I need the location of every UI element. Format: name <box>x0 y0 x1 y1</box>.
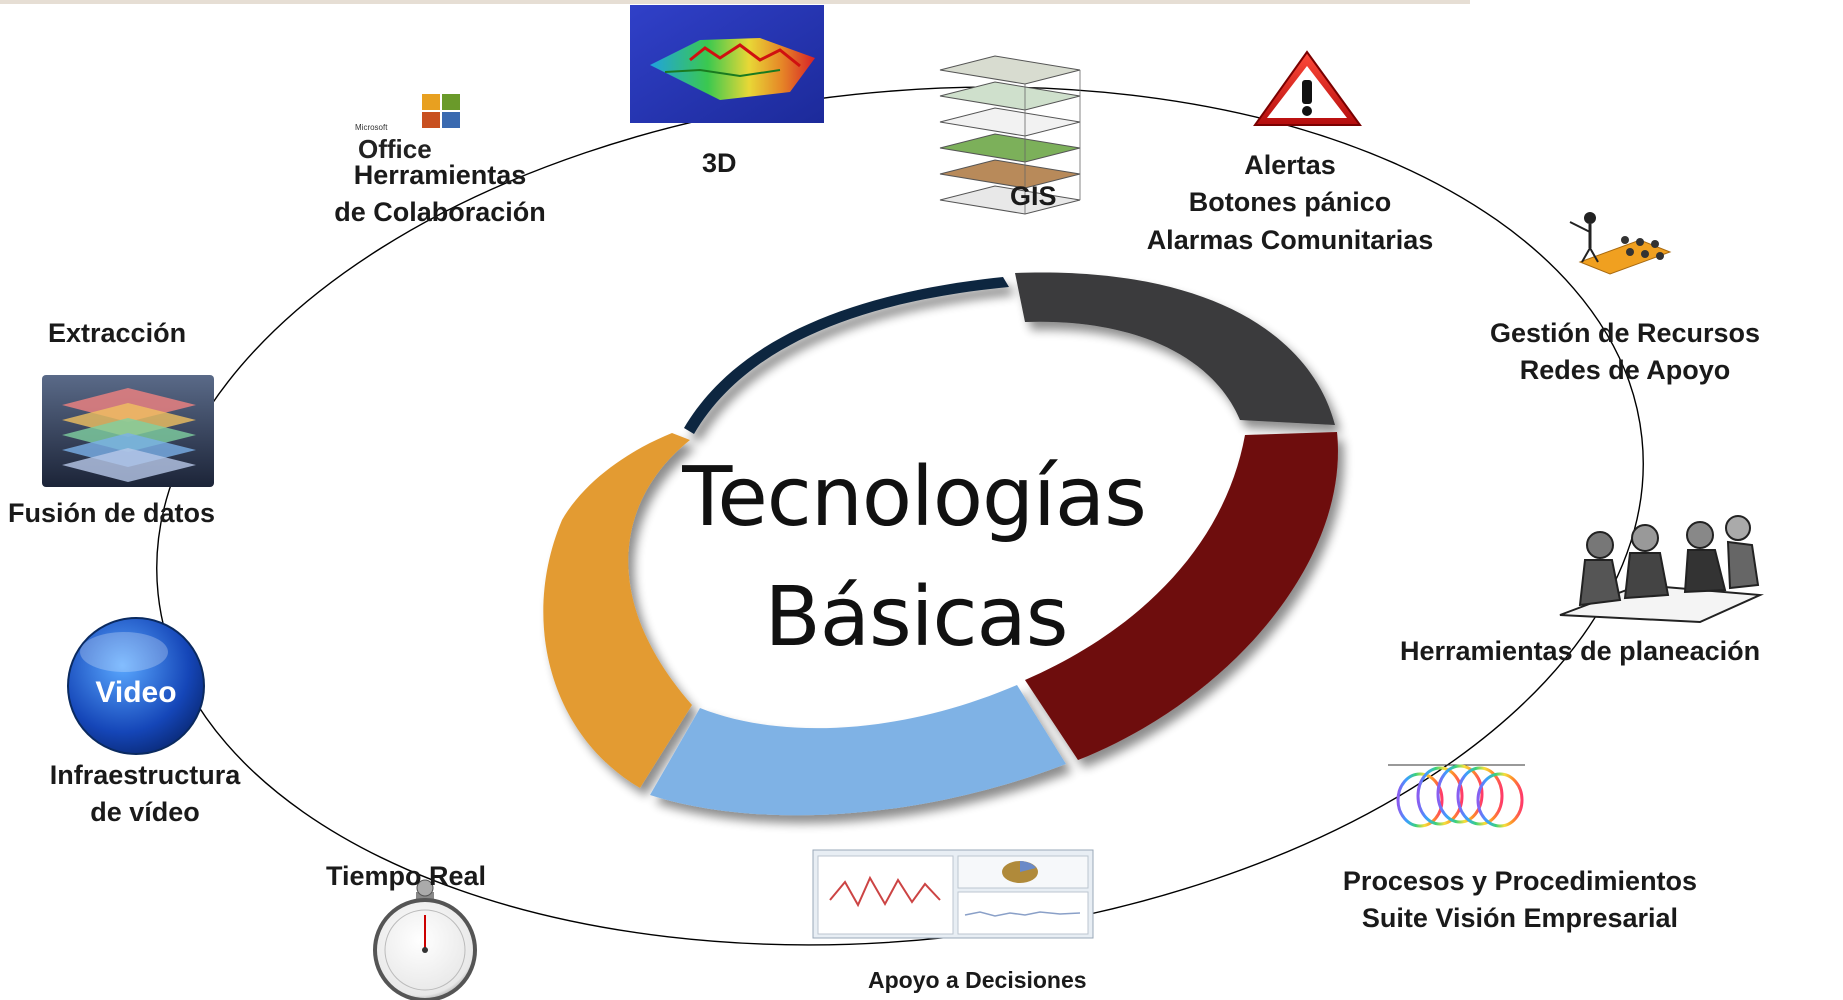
ring-segment-light-blue <box>650 685 1066 816</box>
label-resources-line2: Redes de Apoyo <box>1519 355 1731 386</box>
label-video-line2: de vídeo <box>90 797 200 828</box>
label-data-fusion: Fusión de datos <box>8 498 216 528</box>
label-alerts-line1: Alertas <box>1244 150 1336 180</box>
office-word-text: Office <box>358 134 432 164</box>
planning-meeting-icon <box>1559 515 1764 624</box>
label-decision-support: Apoyo a Decisiones <box>868 967 1087 993</box>
label-real-time: Tiempo Real <box>326 861 487 891</box>
ring-segment-orange <box>543 433 692 788</box>
ring-segments <box>543 272 1338 816</box>
video-camera-icon: Video <box>67 617 205 755</box>
label-processes: Procesos y Procedimientos Suite Visión E… <box>1310 863 1730 938</box>
stopwatch-icon <box>373 879 477 1000</box>
label-resource-management: Gestión de Recursos Redes de Apoyo <box>1460 315 1790 390</box>
alert-triangle-icon <box>1253 50 1362 126</box>
label-3d: 3D <box>702 148 737 178</box>
label-resources-line1: Gestión de Recursos <box>1489 318 1761 348</box>
label-alerts: Alertas Botones pánico Alarmas Comunitar… <box>1110 147 1470 259</box>
ring-segment-maroon <box>1025 432 1338 760</box>
resources-people-icon <box>1569 212 1672 275</box>
top-border <box>0 0 1470 4</box>
label-collaboration-tools: Herramientas de Colaboración <box>305 157 575 232</box>
label-processes-line2: Suite Visión Empresarial <box>1361 903 1679 934</box>
label-collaboration-line1: Herramientas <box>353 160 527 190</box>
label-extraction: Extracción <box>48 318 187 348</box>
label-alerts-line2: Botones pánico <box>1188 187 1392 218</box>
data-fusion-layers-icon <box>42 375 214 487</box>
office-logo-icon: Microsoft Office <box>355 94 460 164</box>
spring-slinky-icon <box>1388 764 1525 828</box>
label-collaboration-line2: de Colaboración <box>334 197 546 228</box>
gis-layers-icon <box>939 55 1081 215</box>
ring-segment-charcoal <box>1015 272 1335 425</box>
label-gis: GIS <box>1010 181 1057 211</box>
video-icon-text: Video <box>95 676 176 709</box>
label-processes-line1: Procesos y Procedimientos <box>1342 866 1698 896</box>
label-alerts-line3: Alarmas Comunitarias <box>1146 224 1434 255</box>
terrain-3d-icon <box>630 5 824 123</box>
decision-dashboard-icon <box>812 849 1094 939</box>
label-video-infrastructure: Infraestructura de vídeo <box>35 757 255 832</box>
ring-segment-navy <box>684 277 1009 434</box>
office-small-text: Microsoft <box>355 123 388 132</box>
label-video-line1: Infraestructura <box>49 760 241 790</box>
label-planning-tools: Herramientas de planeación <box>1400 636 1761 666</box>
